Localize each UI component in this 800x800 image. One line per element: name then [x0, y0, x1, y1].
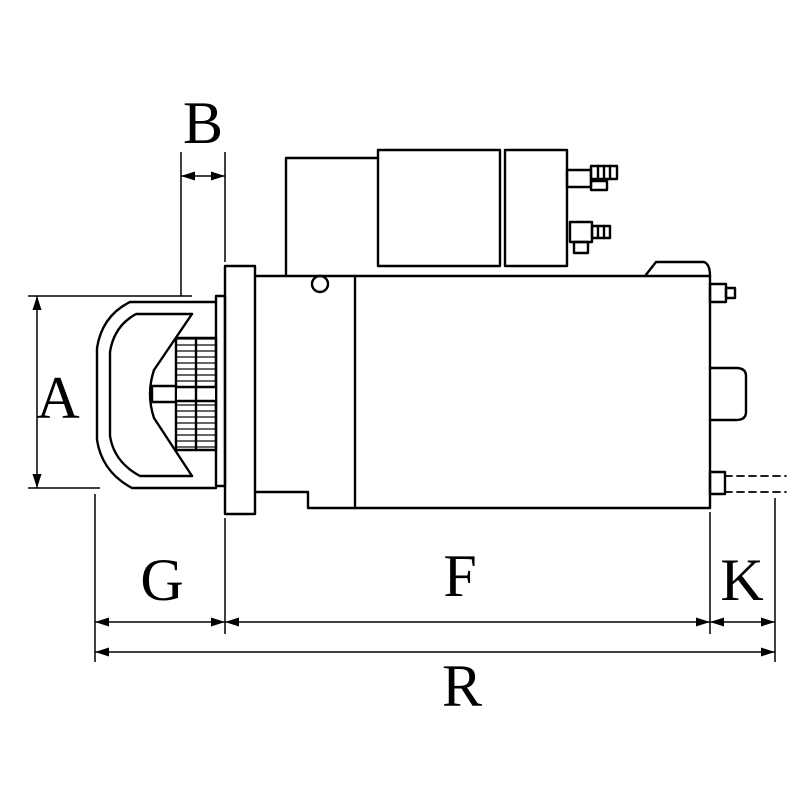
- housing-hole: [310, 274, 330, 294]
- drive-end-bracket: [95, 300, 194, 490]
- solenoid-terminal-lower: [568, 220, 612, 255]
- solenoid-front-housing: [376, 148, 502, 268]
- solenoid-terminal-upper: [565, 164, 619, 192]
- dimension-label-k: K: [720, 547, 763, 613]
- dimension-lines: [28, 152, 776, 662]
- solenoid-rear-housing: [503, 148, 569, 268]
- pinion-gear: [174, 336, 218, 452]
- mounting-flange: [223, 264, 257, 516]
- nose-band: [214, 294, 227, 488]
- dimension-label-a: A: [36, 365, 79, 431]
- motor-drawing: [95, 148, 787, 516]
- rear-shaft-stub: [708, 366, 748, 422]
- dimension-label-b: B: [183, 90, 223, 156]
- dimension-A: [28, 295, 192, 489]
- mount-bracket-arm: [284, 156, 380, 278]
- dimension-label-g: G: [140, 547, 183, 613]
- motor-body: [353, 274, 712, 510]
- dimension-label-r: R: [442, 653, 482, 719]
- rear-terminal: [708, 282, 737, 304]
- rear-stud: [708, 470, 787, 496]
- dimension-label-f: F: [443, 543, 476, 609]
- intermediate-housing-bottom: [253, 490, 357, 510]
- dimension-B: [180, 152, 226, 296]
- rear-mounting-ear: [643, 260, 712, 278]
- dimension-extension-lines: [94, 494, 776, 662]
